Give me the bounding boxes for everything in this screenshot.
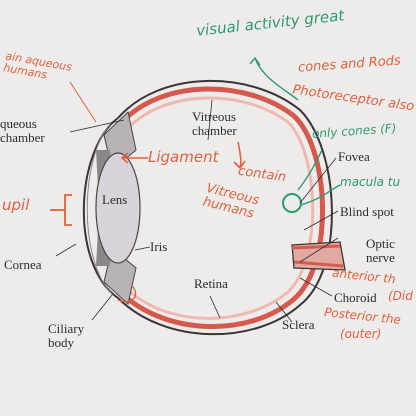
retina-line xyxy=(126,96,315,320)
cornea-label: Cornea xyxy=(4,257,42,272)
sclera-label: Sclera xyxy=(282,317,315,332)
blind-spot-label: Blind spot xyxy=(340,204,394,219)
retina-label: Retina xyxy=(194,276,228,291)
choroid-label: Choroid xyxy=(334,290,377,305)
macula-note: macula tu xyxy=(340,175,401,189)
lens-label: Lens xyxy=(102,192,128,207)
visual-arrow-icon xyxy=(254,57,299,101)
sclera-outline xyxy=(117,79,333,336)
fovea-label: Fovea xyxy=(338,149,370,164)
outer-note: (outer) xyxy=(340,327,382,341)
ligament-note: Ligament xyxy=(148,148,219,166)
pupil-note: upil xyxy=(2,196,30,214)
lens xyxy=(95,152,141,264)
choroid-handwritten-note: (Did xyxy=(388,289,413,303)
pupil-bracket-icon xyxy=(64,194,72,226)
fovea-marker xyxy=(282,193,302,213)
iris-label: Iris xyxy=(150,239,168,254)
choroid-band xyxy=(120,86,325,330)
